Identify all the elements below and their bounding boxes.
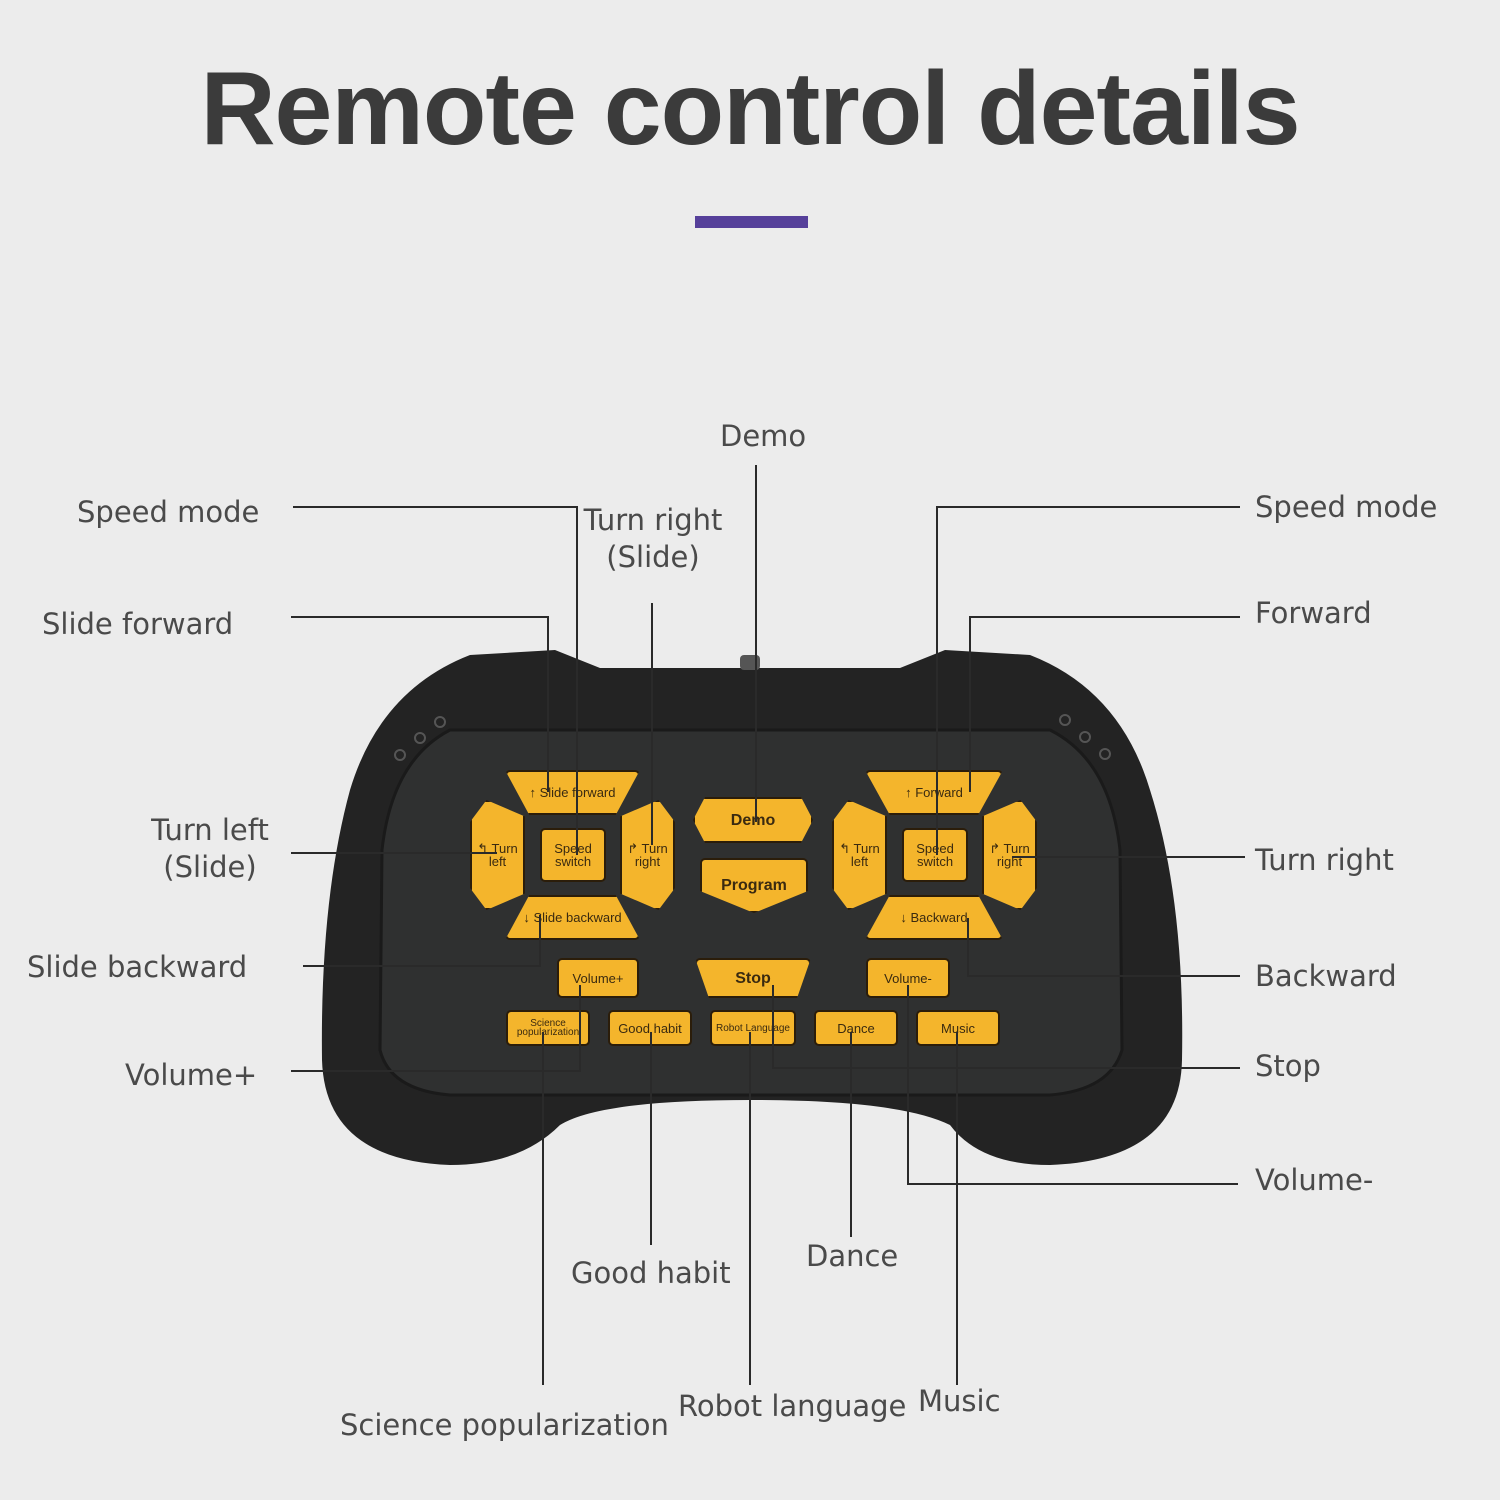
callout-stop: Stop: [1255, 1049, 1321, 1083]
turn-right-button[interactable]: ↱ Turn right: [982, 800, 1037, 910]
callout-turn-right-slide: Turn right(Slide): [578, 502, 728, 576]
callout-science-popularization: Science popularization: [340, 1408, 669, 1442]
callout-forward: Forward: [1255, 596, 1372, 630]
callout-dance: Dance: [806, 1239, 899, 1273]
callout-line-1: Turn left: [151, 813, 269, 847]
callout-good-habit: Good habit: [571, 1256, 731, 1290]
callout-turn-left-slide: Turn left(Slide): [140, 812, 280, 886]
science-popularization-button[interactable]: Science popularization: [506, 1010, 590, 1046]
demo-button[interactable]: Demo: [693, 797, 813, 843]
leader-volume-plus: [291, 985, 581, 1072]
callout-speed-mode-right: Speed mode: [1255, 490, 1438, 524]
turn-left-button[interactable]: ↰ Turn left: [832, 800, 887, 910]
callout-turn-right: Turn right: [1255, 843, 1394, 877]
title-underline: [695, 216, 808, 228]
leader-stop: [772, 985, 1240, 1069]
callout-speed-mode-left: Speed mode: [77, 495, 260, 529]
leader-backward: [967, 918, 1240, 977]
leader-speed-mode-left: [293, 506, 578, 855]
stop-button[interactable]: Stop: [695, 958, 811, 998]
callout-demo: Demo: [720, 419, 807, 453]
callout-line-1: Turn right: [583, 503, 723, 537]
callout-music: Music: [918, 1384, 1001, 1418]
slide-backward-button[interactable]: ↓ Slide backward: [505, 895, 640, 940]
callout-slide-forward: Slide forward: [42, 607, 234, 641]
speed-switch-right-button[interactable]: Speed switch: [902, 828, 968, 882]
volume-plus-button[interactable]: Volume+: [557, 958, 639, 998]
backward-button[interactable]: ↓ Backward: [865, 895, 1003, 940]
robot-language-button[interactable]: Robot Language: [710, 1010, 796, 1046]
leader-slide-forward: [291, 616, 549, 792]
turn-left-slide-button[interactable]: ↰ Turn left: [470, 800, 525, 910]
page-title: Remote control details: [200, 51, 1300, 167]
callout-line-2: (Slide): [606, 540, 700, 574]
callout-robot-language: Robot language: [678, 1389, 907, 1423]
turn-right-slide-button[interactable]: ↱ Turn right: [620, 800, 675, 910]
leader-speed-mode-right: [936, 506, 1240, 855]
speed-switch-left-button[interactable]: Speed switch: [540, 828, 606, 882]
dance-button[interactable]: Dance: [814, 1010, 898, 1046]
callout-backward: Backward: [1255, 959, 1397, 993]
callout-slide-backward: Slide backward: [27, 950, 248, 984]
leader-volume-minus: [907, 985, 1238, 1185]
speaker-holes: [394, 714, 1111, 761]
forward-button[interactable]: ↑ Forward: [865, 770, 1003, 815]
callout-volume-plus: Volume+: [125, 1058, 258, 1092]
callout-volume-minus: Volume-: [1255, 1163, 1374, 1197]
callout-line-2: (Slide): [163, 850, 257, 884]
leader-forward: [969, 616, 1240, 792]
leader-slide-backward: [303, 915, 541, 967]
